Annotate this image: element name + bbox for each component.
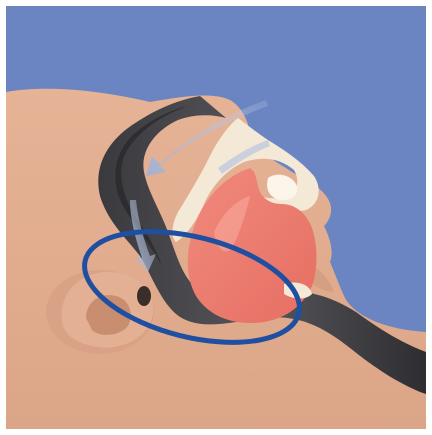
ear: [46, 270, 154, 354]
ear-canal: [137, 286, 151, 306]
